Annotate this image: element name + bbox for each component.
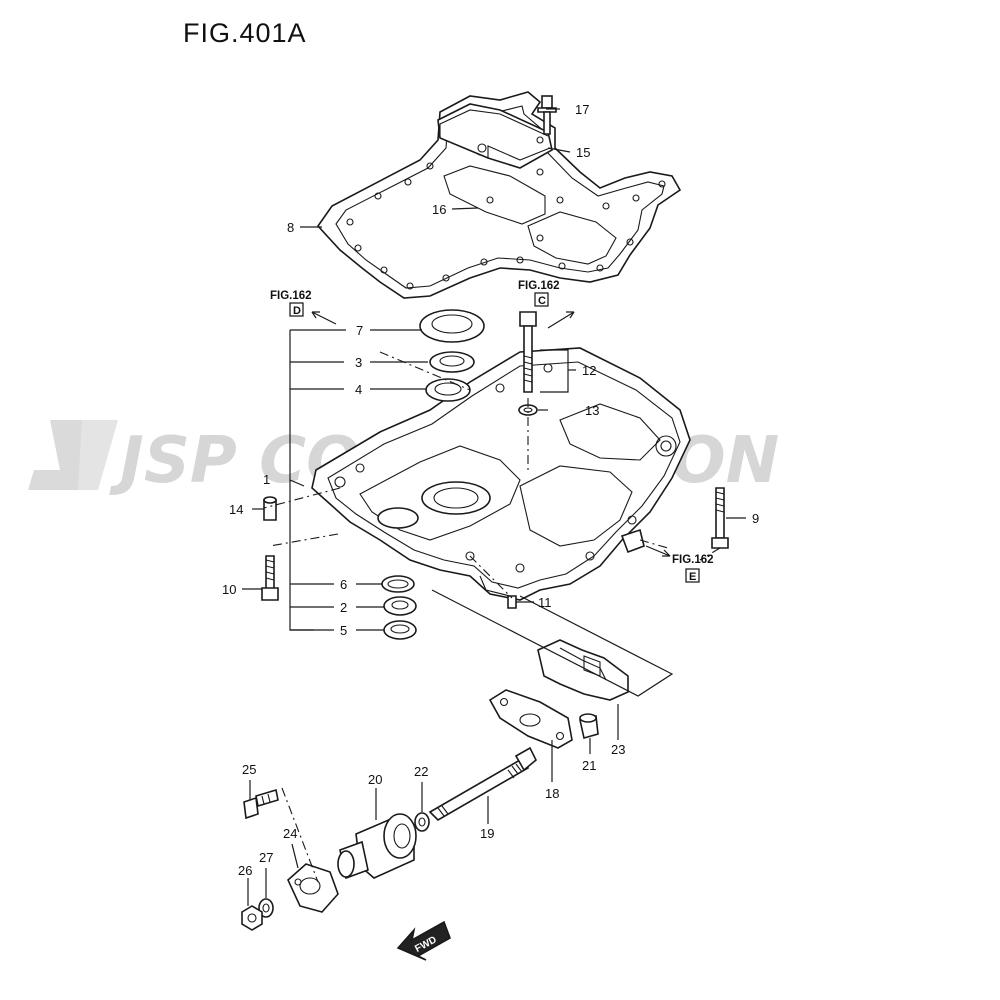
label-part-4: 4 — [355, 382, 362, 397]
dowel-part-14 — [263, 496, 277, 521]
label-part-6: 6 — [340, 577, 347, 592]
label-part-23: 23 — [611, 742, 625, 757]
bushing-part-21 — [579, 713, 599, 740]
label-part-26: 26 — [238, 863, 252, 878]
seal-part-5 — [383, 620, 417, 640]
washer-part-22 — [414, 812, 430, 832]
label-part-17: 17 — [575, 102, 589, 117]
label-part-7: 7 — [356, 323, 363, 338]
washer-part-13 — [518, 404, 538, 416]
label-part-20: 20 — [368, 772, 382, 787]
label-part-3: 3 — [355, 355, 362, 370]
label-part-21: 21 — [582, 758, 596, 773]
label-part-25: 25 — [242, 762, 256, 777]
bolt-part-9 — [711, 487, 729, 549]
label-part-19: 19 — [480, 826, 494, 841]
bearing-part-2 — [383, 596, 417, 616]
part-labels: 1 2 3 4 5 6 7 8 9 10 11 12 13 14 15 16 1… — [222, 102, 759, 878]
bracket-part-23 — [537, 639, 629, 701]
label-part-2: 2 — [340, 600, 347, 615]
ref-fig162-e[interactable]: FIG.162 E — [645, 545, 714, 583]
fwd-arrow: FWD — [396, 920, 451, 961]
bolt-part-12 — [519, 311, 537, 393]
cover-part-15 — [437, 103, 553, 169]
plate-part-18 — [488, 689, 573, 749]
gasket-part-8 — [316, 91, 682, 299]
svg-text:FIG.162: FIG.162 — [518, 280, 560, 292]
label-part-18: 18 — [545, 786, 559, 801]
label-part-12: 12 — [582, 363, 596, 378]
label-part-8: 8 — [287, 220, 294, 235]
pin-part-11 — [507, 595, 517, 609]
label-part-1: 1 — [263, 472, 270, 487]
label-part-11: 11 — [538, 595, 552, 610]
bearing-part-3 — [429, 351, 475, 373]
ref-fig162-d[interactable]: FIG.162 D — [270, 290, 337, 325]
bolt-part-25 — [243, 788, 279, 820]
label-part-13: 13 — [585, 403, 599, 418]
bolt-part-10 — [261, 555, 279, 601]
mount-part-20 — [337, 813, 417, 880]
oil-seal-part-7 — [419, 309, 485, 343]
oil-seal-part-4 — [425, 378, 471, 402]
svg-text:FIG.162: FIG.162 — [672, 554, 714, 566]
ref-fig162-c[interactable]: FIG.162 C — [518, 280, 575, 329]
nut-part-26 — [241, 905, 263, 931]
label-part-5: 5 — [340, 623, 347, 638]
label-part-9: 9 — [752, 511, 759, 526]
svg-text:D: D — [293, 305, 301, 317]
label-part-10: 10 — [222, 582, 236, 597]
label-part-24: 24 — [283, 826, 297, 841]
ring-part-6 — [381, 575, 415, 593]
leader-lines — [242, 108, 746, 906]
figure-title: FIG.401A — [183, 18, 307, 48]
case-part-1 — [311, 347, 691, 601]
label-part-16: 16 — [432, 202, 446, 217]
svg-text:FIG.162: FIG.162 — [270, 290, 312, 302]
label-part-14: 14 — [229, 502, 243, 517]
holder-part-24 — [287, 863, 339, 913]
svg-text:E: E — [689, 571, 696, 583]
label-part-22: 22 — [414, 764, 428, 779]
svg-text:C: C — [538, 295, 546, 307]
label-part-27: 27 — [259, 850, 273, 865]
label-part-15: 15 — [576, 145, 590, 160]
shaft-part-19 — [428, 746, 537, 821]
